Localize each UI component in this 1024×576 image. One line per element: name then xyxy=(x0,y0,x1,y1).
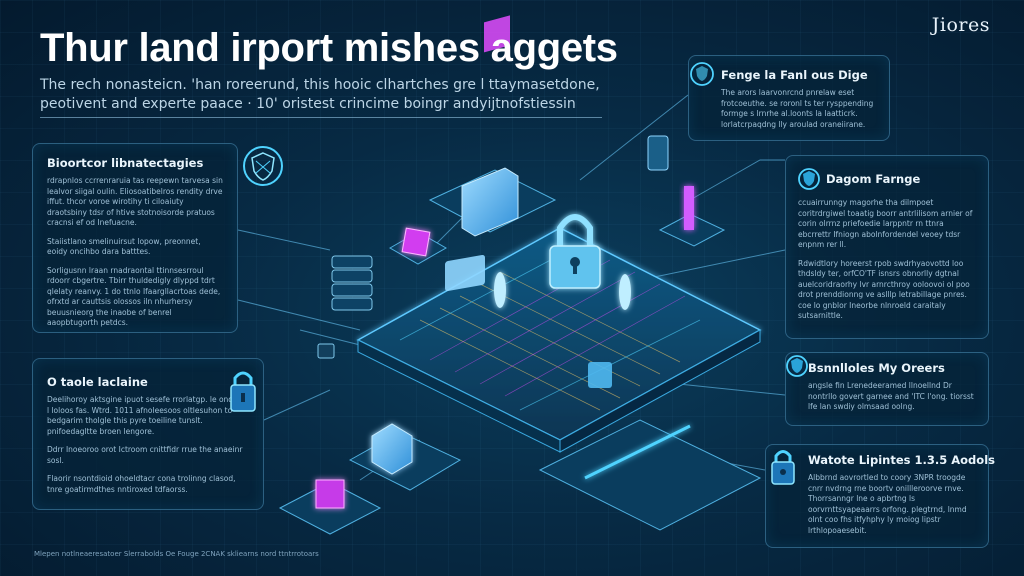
cube-tile-top xyxy=(428,15,557,237)
central-padlock xyxy=(549,214,601,289)
padlock-icon xyxy=(771,450,795,485)
panel-paragraph: The arors laarvonrcnd pnrelaw eset frotc… xyxy=(721,88,874,129)
panel-heading: Bsnnlloles My Oreers xyxy=(808,361,945,375)
panel-paragraph: angsle fin Lrenedeeramed llnoellnd Dr no… xyxy=(808,381,974,411)
panel-heading: O taole laclaine xyxy=(47,375,148,389)
panel-paragraph: Flaorir nsontdioid ohoeldtacr cona troli… xyxy=(47,474,236,494)
panel-paragraph: Sorligusnn lraan rnadraontal ttinnsesrro… xyxy=(47,265,221,328)
panel-right-top: Fenge la Fanl ous Dige The arors laarvon… xyxy=(688,55,890,141)
phone-device xyxy=(647,135,669,171)
magenta-box-tile-left xyxy=(388,227,448,265)
server-stack xyxy=(331,255,373,311)
shield-check-icon xyxy=(798,168,820,190)
shield-icon xyxy=(690,62,714,86)
panel-paragraph: Ddrr Inoeoroo orot Ictroom cnittfidr rru… xyxy=(47,445,243,465)
panel-paragraph: Staiistlano smelinuirsut lopow, preonnet… xyxy=(47,236,201,257)
panel-right-mid: Dagom Farnge ccuairrunngy magorhe tha di… xyxy=(785,155,989,339)
panel-paragraph: Deelihoroy aktsgine ipuot sesefe rrorlat… xyxy=(47,395,246,436)
glow-pillars xyxy=(494,272,631,310)
footer-caption: Mlepen notlneaeresatoer Slerrabolds Oe F… xyxy=(34,550,319,558)
page-title: Thur land irport mishes aggets xyxy=(40,26,618,70)
title-divider xyxy=(40,117,602,118)
panel-paragraph: ccuairrunngy magorhe tha dilmpoet coritr… xyxy=(798,198,973,249)
panel-right-4: Watote Lipintes 1.3.5 Aodols Albbrnd aov… xyxy=(765,444,995,548)
panel-left-bottom: O taole laclaine Deelihoroy aktsgine ipu… xyxy=(32,358,264,510)
panel-left-top: Bioortcor libnatectagies rdrapnlos ccrre… xyxy=(32,143,238,333)
chip-node xyxy=(317,343,335,359)
progress-strip xyxy=(538,419,762,531)
document-cards xyxy=(445,254,612,388)
magenta-box-tile-bottom xyxy=(278,479,382,535)
panel-heading: Bioortcor libnatectagies xyxy=(47,156,204,170)
panel-heading-row: Dagom Farnge xyxy=(798,166,976,192)
panel-heading: Fenge la Fanl ous Dige xyxy=(721,68,868,82)
brand-logo: Jiores xyxy=(931,14,990,36)
shield-check-icon xyxy=(786,355,808,377)
beacon-tower xyxy=(658,186,726,247)
panel-paragraph: rdrapnlos ccrrenraruia tas reepewn tarve… xyxy=(47,176,223,227)
cube-tile-bottom xyxy=(348,423,462,491)
shield-network-icon xyxy=(243,146,283,186)
panel-heading: Watote Lipintes 1.3.5 Aodols xyxy=(808,453,995,467)
padlock-icon xyxy=(230,371,256,412)
panel-paragraph: Albbrnd aovrortled to coory 3NPR troogde… xyxy=(808,473,967,535)
panel-heading: Dagom Farnge xyxy=(826,172,921,186)
panel-right-3: Bsnnlloles My Oreers angsle fin Lrenedee… xyxy=(785,352,989,426)
page-subtitle: The rech nonasteicn. 'han roreerund, thi… xyxy=(40,77,600,112)
panel-paragraph: Rdwidtlory horeerst rpob swdrhyaovottd l… xyxy=(798,258,970,321)
